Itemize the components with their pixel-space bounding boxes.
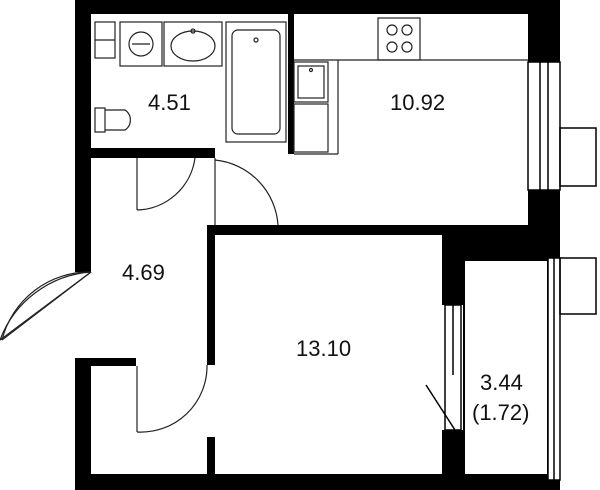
balcony-window — [547, 257, 597, 481]
wall-balcony-left — [442, 255, 464, 305]
wall-bath-kitchen — [288, 14, 294, 154]
entrance-door-leaf — [1, 271, 92, 341]
kitchen-fixtures — [293, 17, 528, 155]
entrance-door-swing — [0, 271, 92, 341]
wall-hall-living-upper — [207, 225, 215, 365]
kitchen-sink-icon — [293, 61, 329, 103]
living-door-arc — [136, 364, 208, 433]
balcony-area: 3.44 — [480, 370, 523, 395]
wall-hall-stub — [91, 358, 136, 366]
wall-hall-living-lower — [207, 437, 215, 477]
wall-top — [75, 0, 560, 14]
doors — [0, 157, 279, 433]
bath-door-arc — [136, 157, 196, 211]
hallway-area: 4.69 — [122, 260, 165, 285]
sink-icon — [163, 21, 223, 67]
bathroom-fixtures — [94, 21, 287, 143]
kitchen-door-arc — [214, 159, 279, 226]
balcony-area-reduced: (1.72) — [472, 400, 529, 425]
wall-bottom — [75, 474, 560, 490]
kitchen-window — [527, 61, 597, 191]
bathroom-area: 4.51 — [148, 90, 191, 115]
living-balcony-door — [425, 304, 462, 431]
living-room-area: 13.10 — [296, 336, 351, 361]
wall-living-top — [207, 225, 442, 235]
wall-left-lower — [75, 358, 91, 490]
kitchen-area: 10.92 — [390, 90, 445, 115]
wall-right-upper — [528, 0, 560, 62]
walls — [75, 0, 560, 490]
toilet-icon — [94, 107, 131, 133]
entrance-door-arc — [1, 271, 92, 341]
wall-left-upper — [75, 0, 91, 272]
washing-machine-icon — [119, 21, 163, 67]
bath-shelf-icon — [94, 21, 116, 59]
wall-bath-bottom — [75, 148, 215, 158]
wall-balcony-left-lower — [442, 430, 464, 480]
wall-kitchen-bottom — [442, 225, 560, 260]
appliance-icon — [293, 103, 329, 153]
stove-icon — [377, 17, 421, 61]
bathtub-icon — [225, 21, 287, 143]
